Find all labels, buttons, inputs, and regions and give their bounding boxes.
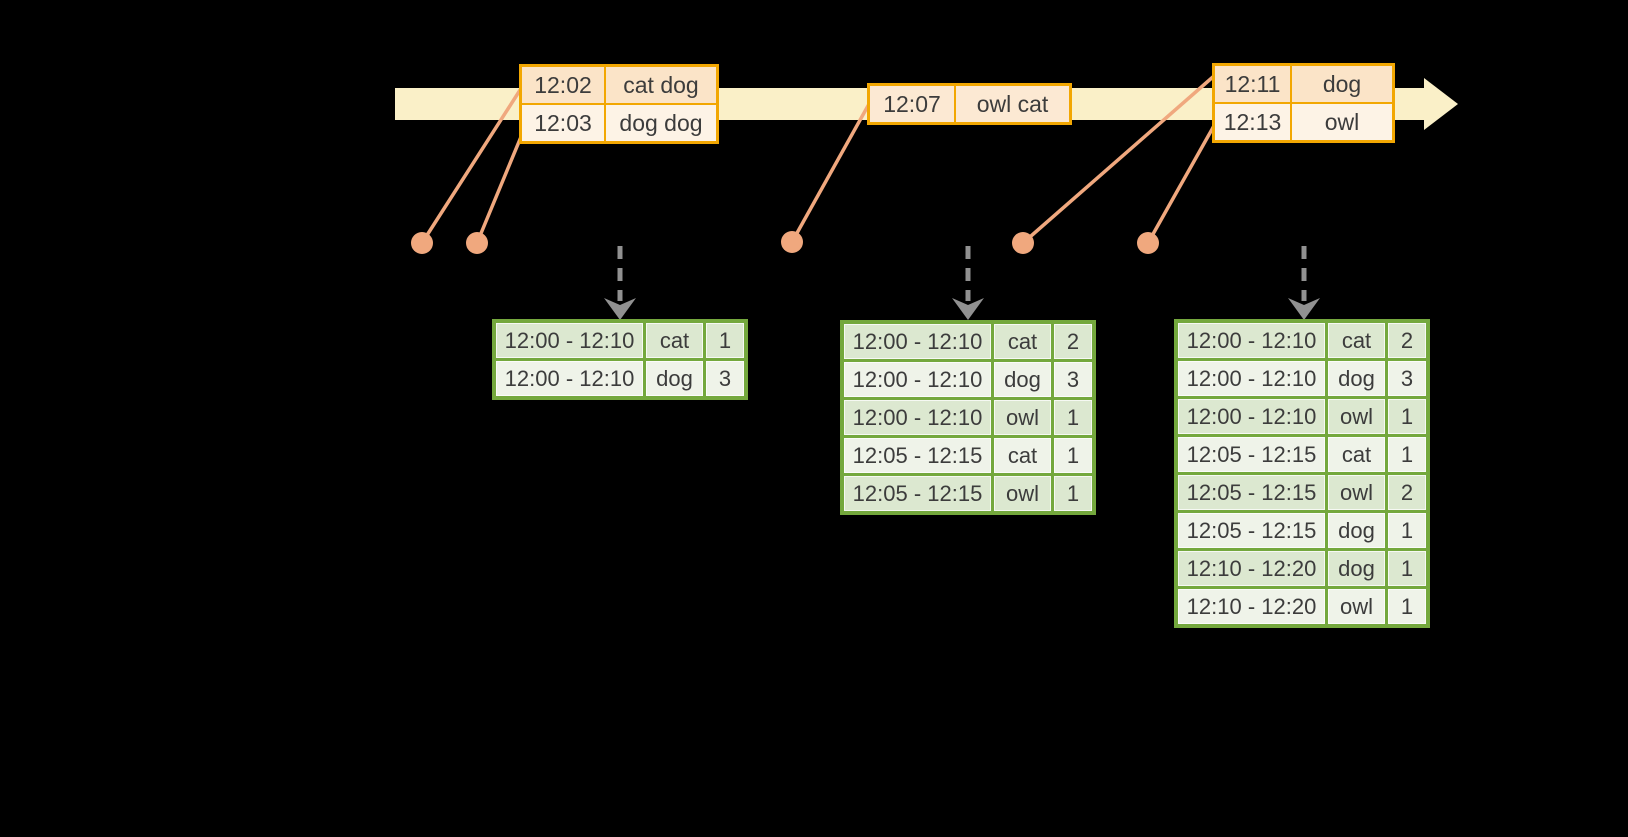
event-time-cell: 12:02 bbox=[522, 67, 604, 103]
window-cell: 12:10 - 12:20 bbox=[1178, 589, 1325, 624]
event-connector-line bbox=[475, 131, 525, 244]
count-cell: 1 bbox=[1054, 400, 1092, 435]
count-cell: 3 bbox=[1388, 361, 1426, 396]
window-cell: 12:05 - 12:15 bbox=[1178, 475, 1325, 510]
window-cell: 12:05 - 12:15 bbox=[844, 438, 991, 473]
word-cell: cat bbox=[1328, 437, 1385, 472]
count-cell: 2 bbox=[1388, 475, 1426, 510]
trigger-arrowhead-icon bbox=[604, 298, 636, 320]
event-connector-dot bbox=[1012, 232, 1034, 254]
word-cell: dog bbox=[646, 361, 703, 396]
count-cell: 1 bbox=[1388, 399, 1426, 434]
count-cell: 1 bbox=[1388, 513, 1426, 548]
window-cell: 12:00 - 12:10 bbox=[1178, 399, 1325, 434]
word-cell: owl bbox=[994, 476, 1051, 511]
word-cell: owl bbox=[1328, 589, 1385, 624]
count-cell: 1 bbox=[1388, 589, 1426, 624]
trigger-arrowhead-icon bbox=[1288, 298, 1320, 320]
count-cell: 1 bbox=[1054, 476, 1092, 511]
window-cell: 12:00 - 12:10 bbox=[496, 323, 643, 358]
event-connector-line bbox=[790, 103, 871, 243]
event-words-cell: owl cat bbox=[956, 86, 1069, 122]
word-cell: dog bbox=[994, 362, 1051, 397]
event-time-cell: 12:07 bbox=[870, 86, 954, 122]
count-cell: 1 bbox=[1388, 437, 1426, 472]
event-time-cell: 12:13 bbox=[1215, 104, 1290, 140]
window-cell: 12:10 - 12:20 bbox=[1178, 551, 1325, 586]
event-words-cell: dog bbox=[1292, 66, 1392, 102]
window-cell: 12:00 - 12:10 bbox=[496, 361, 643, 396]
count-cell: 1 bbox=[706, 323, 744, 358]
event-words-cell: cat dog bbox=[606, 67, 716, 103]
event-time-cell: 12:03 bbox=[522, 105, 604, 141]
count-cell: 3 bbox=[706, 361, 744, 396]
timeline-arrowhead-icon bbox=[1424, 78, 1458, 130]
word-cell: cat bbox=[646, 323, 703, 358]
count-cell: 2 bbox=[1054, 324, 1092, 359]
word-cell: owl bbox=[1328, 399, 1385, 434]
word-cell: dog bbox=[1328, 361, 1385, 396]
word-cell: owl bbox=[994, 400, 1051, 435]
window-cell: 12:05 - 12:15 bbox=[1178, 437, 1325, 472]
event-words-cell: owl bbox=[1292, 104, 1392, 140]
event-words-cell: dog dog bbox=[606, 105, 716, 141]
word-cell: owl bbox=[1328, 475, 1385, 510]
word-cell: dog bbox=[1328, 513, 1385, 548]
event-connector-line bbox=[1146, 123, 1217, 244]
count-cell: 2 bbox=[1388, 323, 1426, 358]
event-connector-dot bbox=[411, 232, 433, 254]
window-cell: 12:05 - 12:15 bbox=[844, 476, 991, 511]
window-cell: 12:00 - 12:10 bbox=[844, 400, 991, 435]
event-time-cell: 12:11 bbox=[1215, 66, 1290, 102]
event-connector-dot bbox=[1137, 232, 1159, 254]
event-connector-dot bbox=[466, 232, 488, 254]
event-connector-dot bbox=[781, 231, 803, 253]
window-cell: 12:00 - 12:10 bbox=[844, 324, 991, 359]
word-cell: cat bbox=[1328, 323, 1385, 358]
count-cell: 1 bbox=[1388, 551, 1426, 586]
window-cell: 12:05 - 12:15 bbox=[1178, 513, 1325, 548]
trigger-arrowhead-icon bbox=[952, 298, 984, 320]
window-cell: 12:00 - 12:10 bbox=[844, 362, 991, 397]
window-cell: 12:00 - 12:10 bbox=[1178, 361, 1325, 396]
count-cell: 1 bbox=[1054, 438, 1092, 473]
word-cell: cat bbox=[994, 324, 1051, 359]
window-cell: 12:00 - 12:10 bbox=[1178, 323, 1325, 358]
word-cell: cat bbox=[994, 438, 1051, 473]
word-cell: dog bbox=[1328, 551, 1385, 586]
count-cell: 3 bbox=[1054, 362, 1092, 397]
